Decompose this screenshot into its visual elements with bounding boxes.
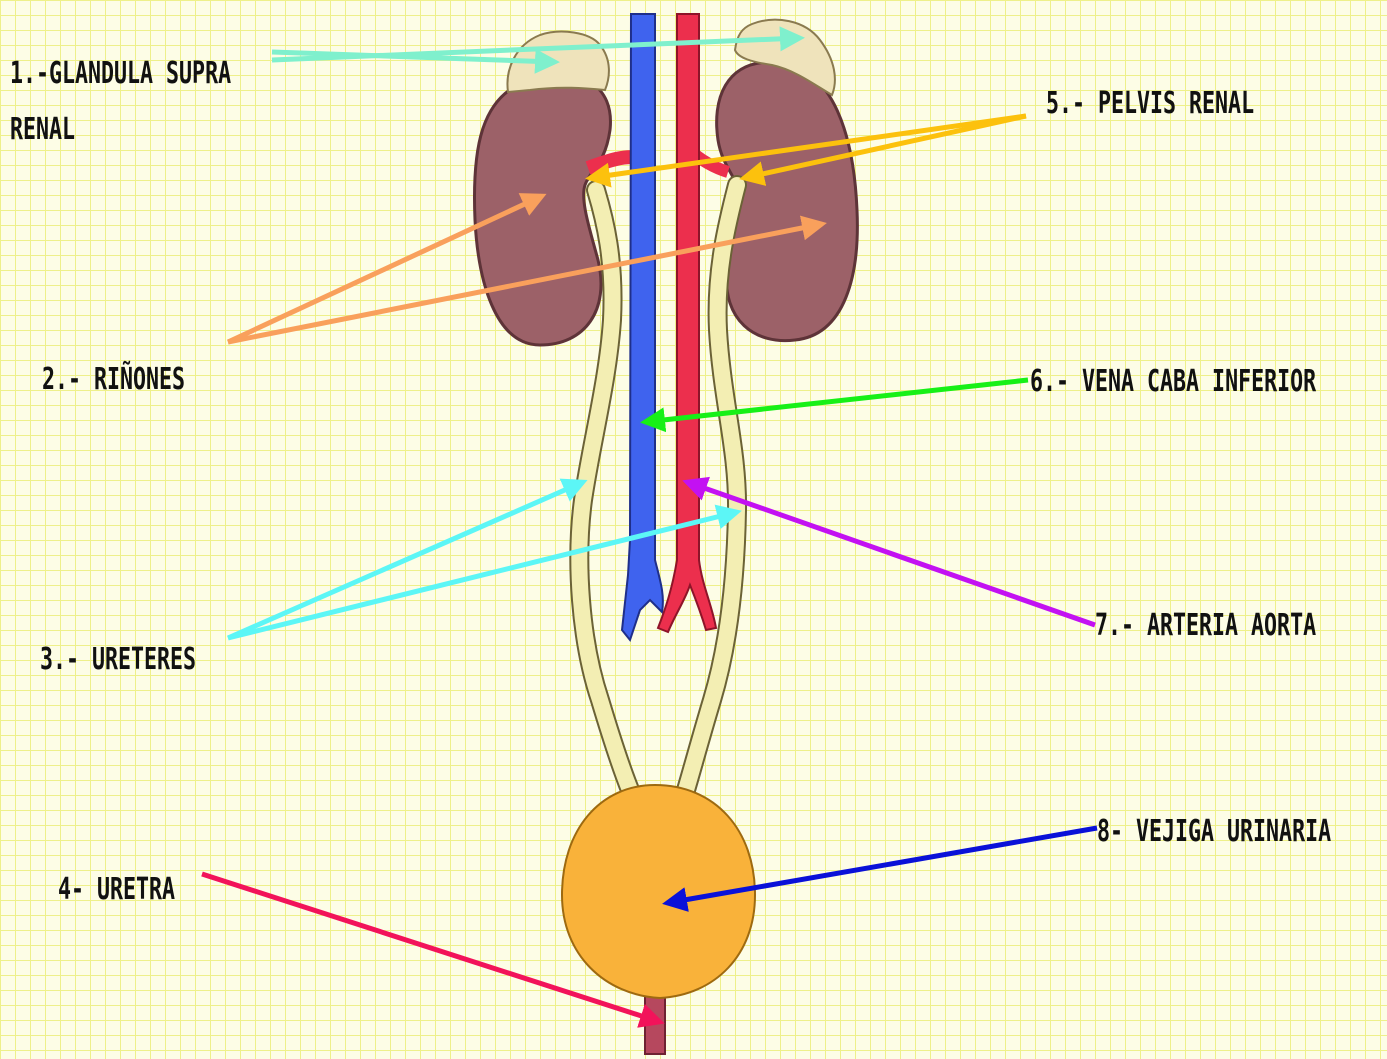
label-kidneys: 2.- RIÑONES — [42, 356, 185, 404]
label-renal-pelvis: 5.- PELVIS RENAL — [1046, 80, 1254, 128]
inferior-vena-cava — [622, 14, 663, 640]
arrow-vena-cava — [645, 380, 1028, 422]
aorta — [658, 14, 716, 632]
label-urinary-bladder: 8- VEJIGA URINARIA — [1097, 808, 1331, 856]
label-inferior-vena-cava: 6.- VENA CABA INFERIOR — [1030, 358, 1316, 406]
anatomy-illustration — [474, 14, 857, 1054]
label-ureters: 3.- URETERES — [40, 636, 196, 684]
label-aorta: 7.- ARTERIA AORTA — [1095, 602, 1316, 650]
label-urethra: 4- URETRA — [58, 866, 175, 914]
left-kidney — [474, 75, 610, 345]
arrow-aorta — [687, 482, 1095, 625]
label-adrenal-gland-line2: RENAL — [10, 106, 75, 154]
label-adrenal-gland-line1: 1.-GLANDULA SUPRA — [10, 50, 231, 98]
arrow-ureter-left — [228, 482, 583, 638]
